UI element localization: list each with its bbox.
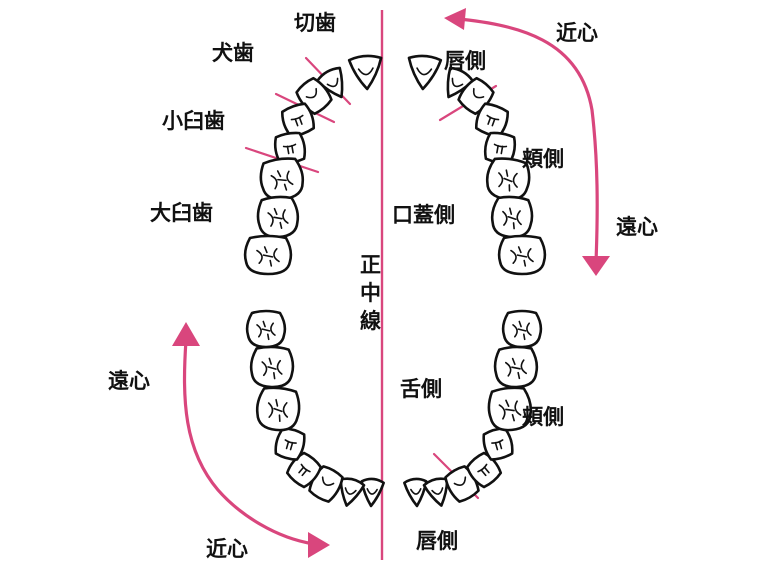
tooth-groove	[491, 439, 504, 451]
tooth-groove	[256, 320, 276, 341]
upper-right-second-molar	[490, 195, 534, 239]
lower-right-central-incisor	[403, 477, 428, 508]
lower-right-first-premolar	[465, 451, 503, 489]
lower-left-second-premolar	[274, 427, 306, 461]
lower-left-third-molar	[245, 309, 287, 349]
arrowhead-lower-left-start	[172, 322, 200, 346]
tooth-groove	[267, 398, 289, 423]
lower-left-central-incisor	[360, 477, 385, 508]
arrow-lower-left	[182, 339, 315, 546]
tooth-groove	[270, 170, 294, 191]
lower-left-second-molar	[249, 345, 295, 389]
label-lingual: 舌側	[400, 377, 442, 401]
label-incisor: 切歯	[294, 11, 336, 35]
lower-left-first-premolar	[285, 451, 323, 489]
tooth-groove	[477, 463, 490, 477]
label-midline-3: 線	[360, 309, 381, 333]
label-labial-upper: 唇側	[444, 49, 486, 73]
teeth	[243, 54, 547, 508]
label-midline-2: 中	[360, 281, 381, 305]
tooth-groove	[431, 487, 444, 495]
label-premolar: 小臼歯	[162, 109, 225, 133]
upper-left-second-premolar	[273, 131, 307, 165]
tooth-groove	[451, 77, 464, 88]
lower-right-second-molar	[493, 345, 539, 389]
upper-left-first-molar	[259, 157, 305, 201]
lower-left-first-molar	[255, 386, 301, 432]
tooth-groove	[486, 114, 500, 127]
tooth-groove	[498, 399, 522, 422]
upper-left-second-molar	[256, 195, 300, 239]
tooth-groove	[512, 320, 532, 341]
upper-right-lateral-incisor	[446, 66, 475, 99]
tooth-groove	[357, 67, 374, 76]
tooth-groove	[282, 143, 297, 155]
tooth-groove	[298, 463, 311, 477]
upper-left-third-molar	[243, 234, 293, 276]
lower-right-lateral-incisor	[422, 477, 449, 507]
tooth-groove	[510, 246, 534, 267]
tooth-groove	[410, 488, 422, 495]
tooth-groove	[256, 246, 280, 267]
tooth-groove	[505, 357, 527, 380]
tooth-groove	[493, 143, 508, 155]
label-canine: 犬歯	[212, 41, 254, 65]
label-palatal: 口蓋側	[392, 203, 455, 227]
upper-right-third-molar	[497, 234, 547, 276]
lower-right-first-molar	[487, 386, 533, 432]
tooth-groove	[498, 169, 518, 192]
label-buccal-lower: 頬側	[522, 405, 564, 429]
tooth-groove	[366, 488, 378, 495]
tooth-groove	[305, 87, 318, 99]
lower-left-lateral-incisor	[339, 477, 366, 507]
label-buccal-upper: 頬側	[522, 147, 564, 171]
tooth-groove	[416, 67, 433, 76]
label-molar: 大臼歯	[150, 201, 213, 225]
label-midline-1: 正	[360, 253, 381, 277]
label-distal-upper: 遠心	[616, 215, 658, 239]
upper-right-central-incisor	[407, 54, 443, 91]
label-mesial-lower: 近心	[206, 537, 248, 561]
tooth-groove	[284, 439, 297, 451]
arrowhead-upper-right-start	[444, 8, 466, 30]
arrow-upper-right	[447, 16, 599, 263]
tooth-groove	[321, 476, 335, 486]
tooth-groove	[502, 207, 522, 230]
label-distal-lower: 遠心	[108, 369, 150, 393]
tooth-groove	[453, 476, 467, 486]
tooth-groove	[472, 87, 485, 99]
lower-right-third-molar	[501, 309, 543, 349]
tooth-groove	[290, 114, 304, 127]
upper-left-central-incisor	[347, 54, 383, 91]
label-labial-lower: 唇側	[416, 529, 458, 553]
label-mesial-upper: 近心	[556, 21, 598, 45]
tooth-groove	[326, 77, 339, 88]
upper-left-first-premolar	[280, 102, 316, 138]
tooth-groove	[344, 487, 357, 495]
arrowhead-lower-left-end	[308, 532, 330, 558]
tooth-groove	[267, 207, 289, 230]
upper-left-lateral-incisor	[315, 66, 344, 99]
tooth-groove	[261, 357, 283, 380]
arrowhead-upper-right-end	[582, 256, 610, 276]
